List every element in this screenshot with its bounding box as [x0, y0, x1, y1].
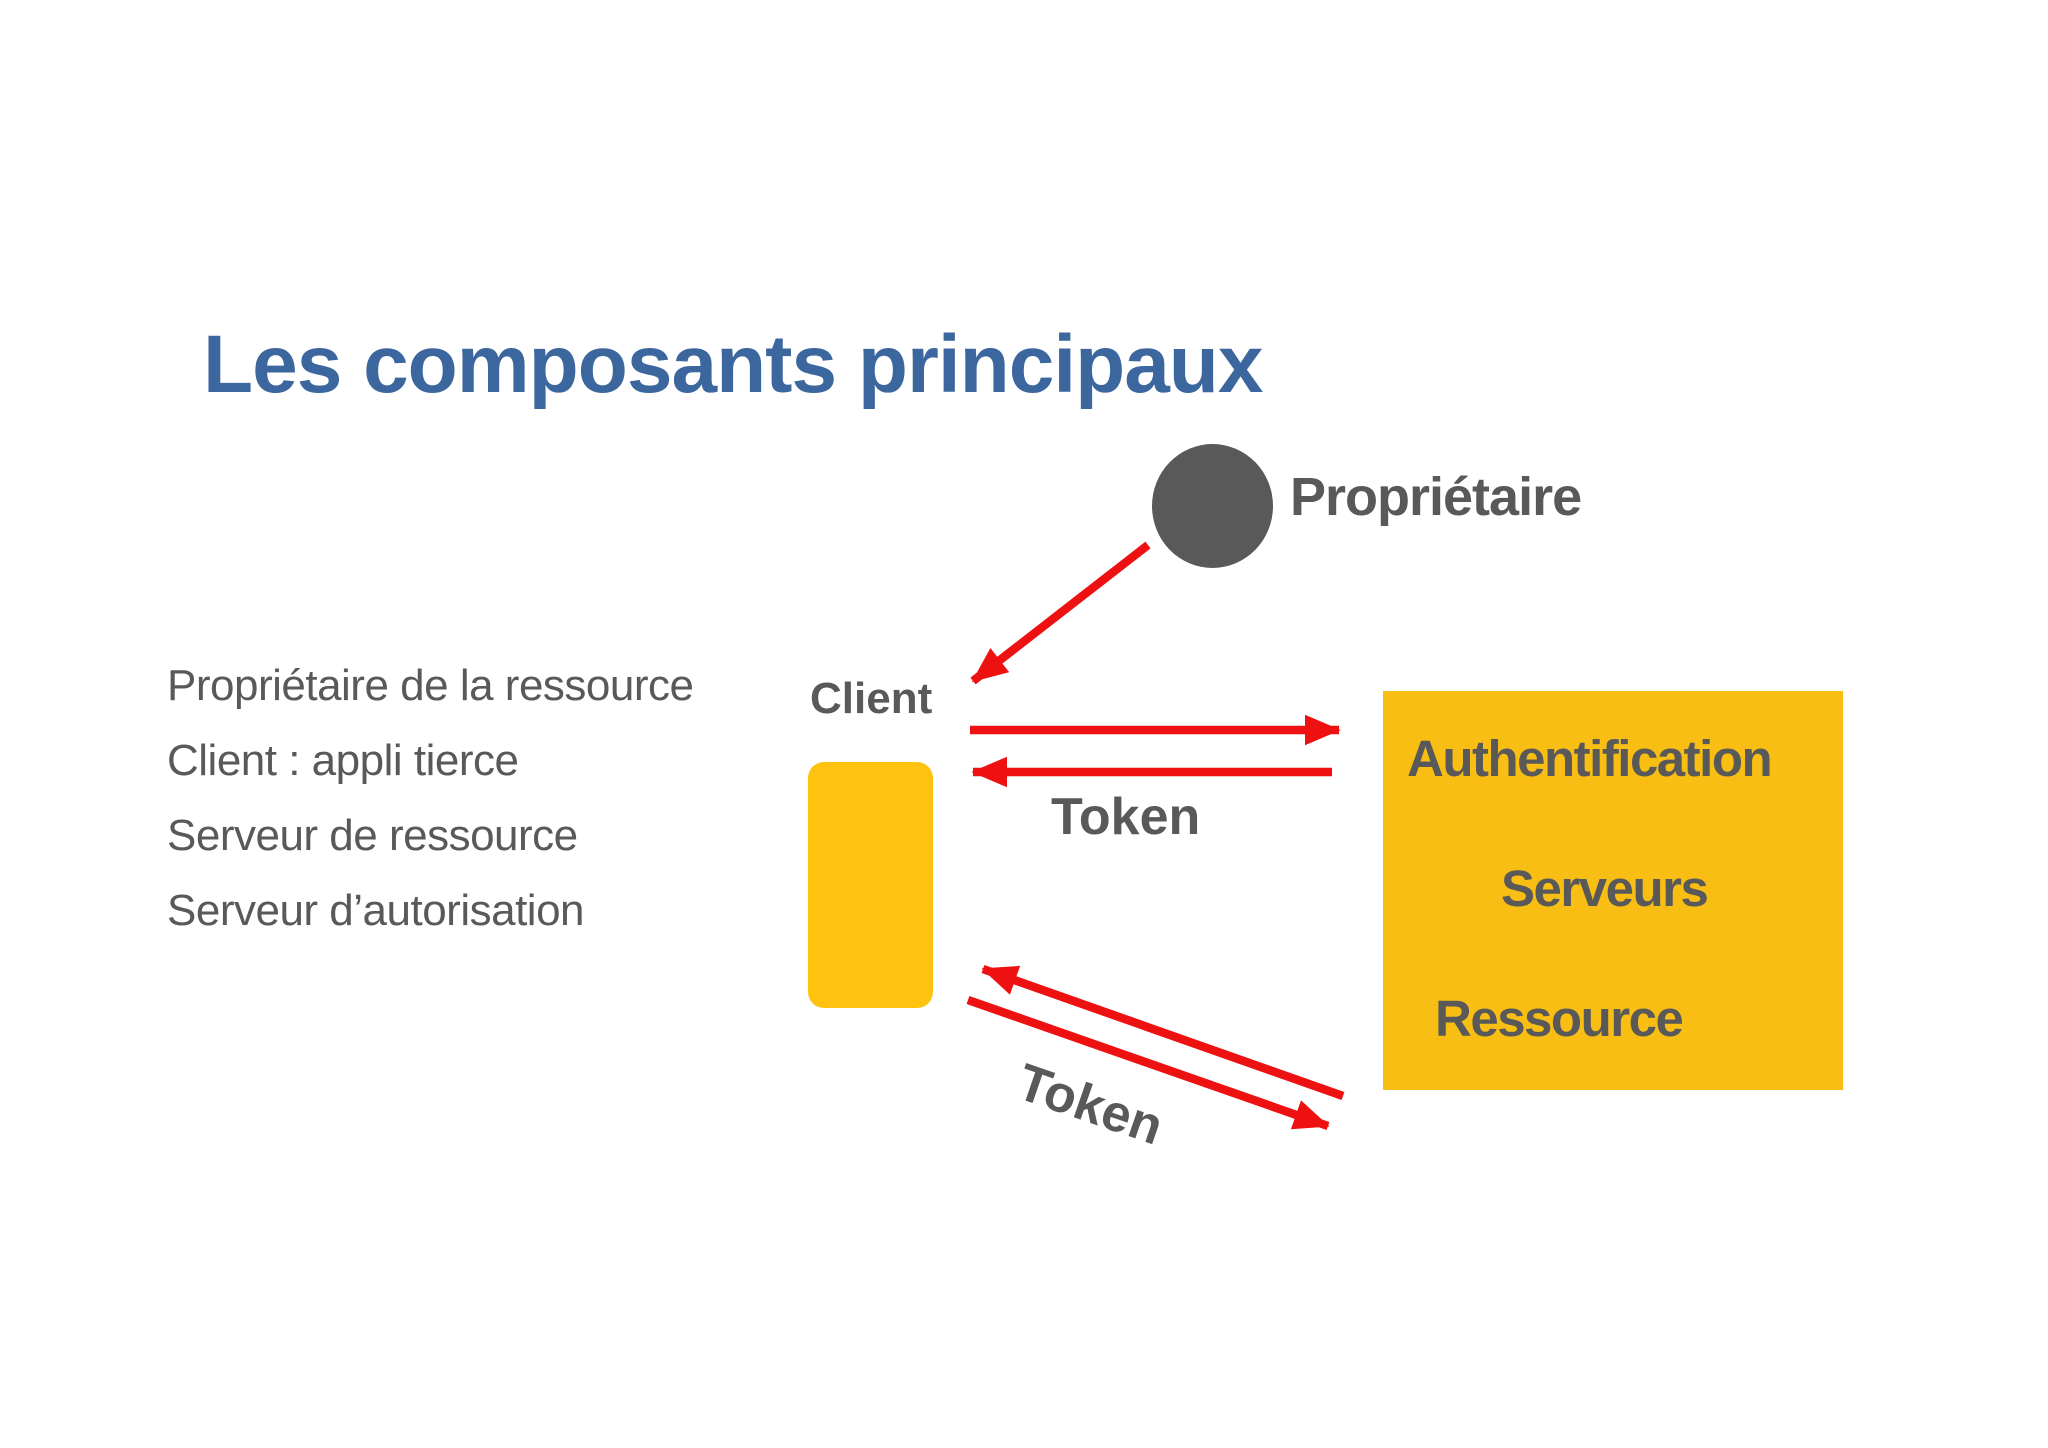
list-item: Serveur d’autorisation — [167, 886, 585, 935]
component-list: Propriétaire de la ressource Client : ap… — [167, 648, 694, 948]
auth-box-line-serveurs: Serveurs — [1501, 860, 1709, 917]
list-item: Propriétaire de la ressource — [167, 661, 694, 710]
page-title: Les composants principaux — [203, 318, 1263, 410]
client-label: Client — [810, 674, 933, 723]
auth-box-line-authentification: Authentification — [1407, 730, 1773, 787]
client-shape — [808, 762, 933, 1008]
auth-box-line-ressource: Ressource — [1435, 990, 1684, 1047]
arrow-owner-to-client — [970, 541, 1151, 685]
list-item: Serveur de ressource — [167, 811, 578, 860]
auth-server-box: Authentification Serveurs Ressource — [1383, 691, 1843, 1090]
owner-label: Propriétaire — [1290, 467, 1582, 527]
token-label-middle: Token — [1051, 788, 1201, 846]
owner-circle — [1152, 444, 1273, 568]
list-item: Client : appli tierce — [167, 736, 519, 785]
token-label-bottom: Token — [1010, 1053, 1171, 1157]
